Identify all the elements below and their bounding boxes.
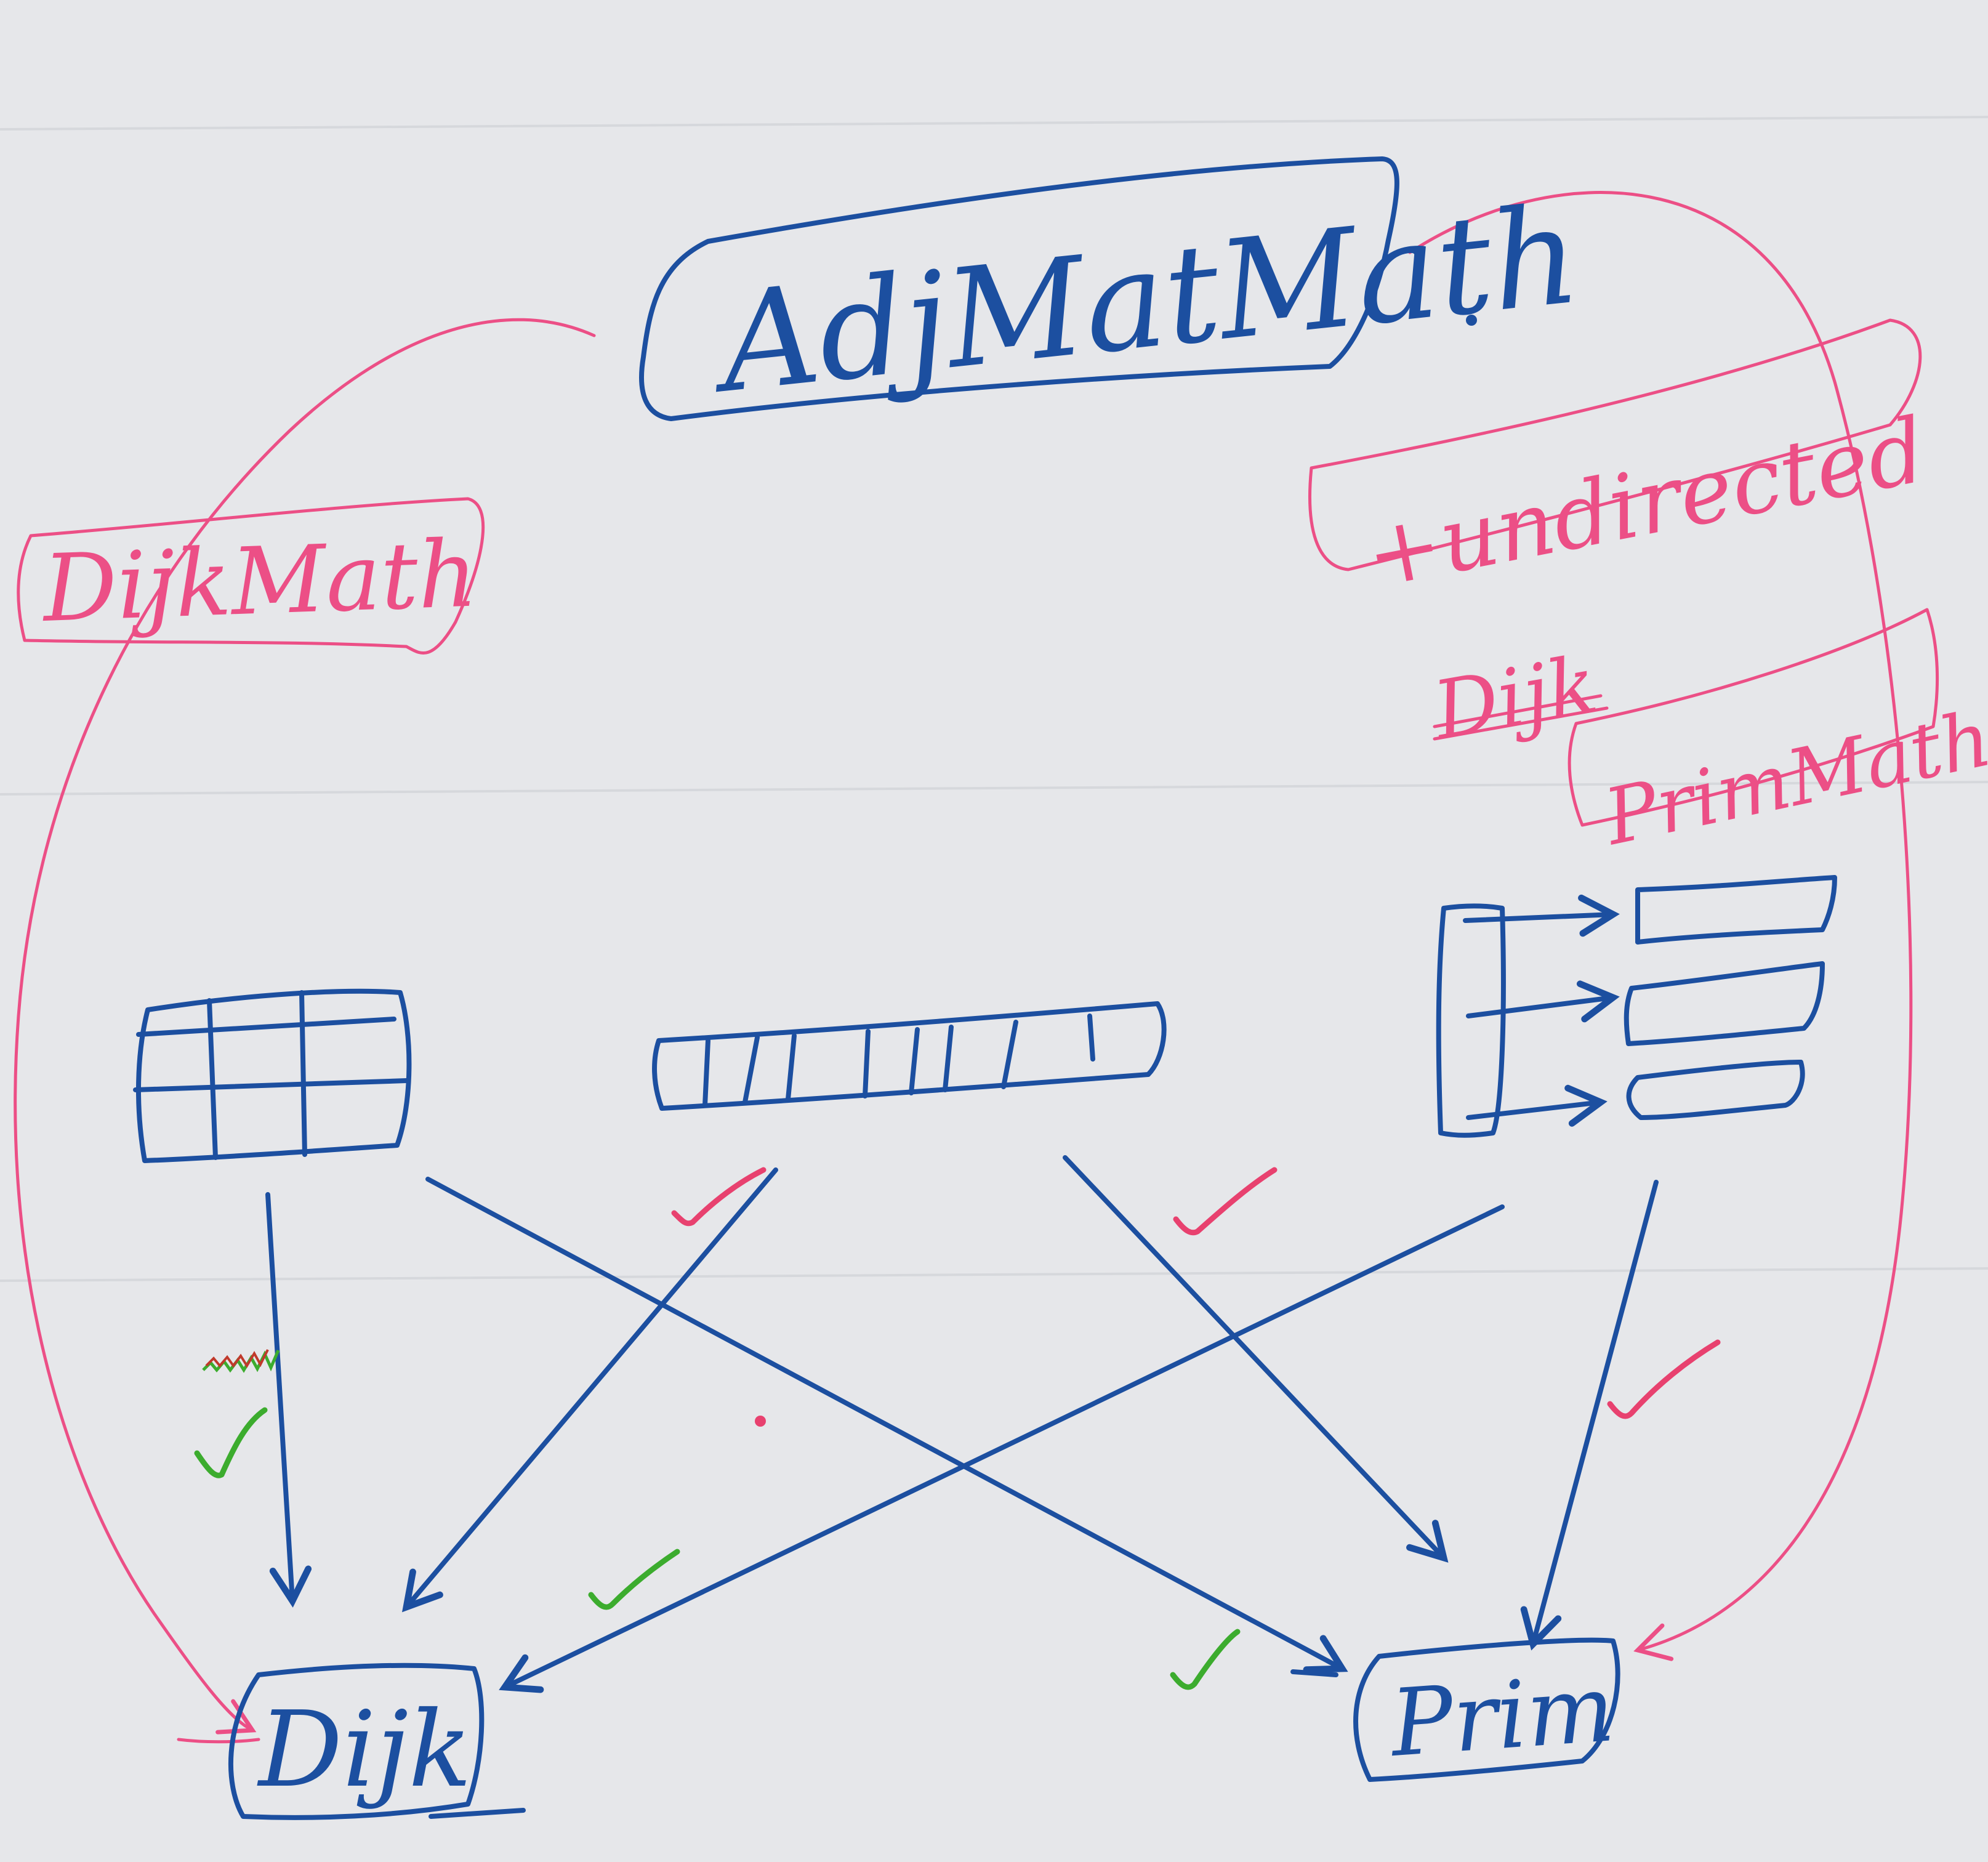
prim-label: Prim [1386,1655,1618,1778]
struck-dijk-label: Dijk [1426,637,1604,758]
adjmatmath-label: AdjMatMath [702,175,1586,424]
undirected-box [1308,318,1922,571]
pink-check-2 [1173,1167,1278,1236]
red-scribble [205,1349,269,1368]
check-marks [194,1167,1721,1690]
pink-curve-adjmat-to-prim [1408,191,1913,1661]
pink-check-1 [671,1167,767,1227]
green-check-2 [588,1549,680,1610]
pink-pointer-dijk [177,1738,260,1744]
arrow-list-to-prim [1520,1180,1659,1651]
prim-box [1353,1637,1620,1782]
adjacency-list-icon [1436,875,1837,1138]
dijk-box [228,1662,485,1820]
dijkmath-box [17,497,485,655]
arrow-matrix-to-dijk [265,1192,312,1608]
array-icon [652,1001,1167,1111]
arrow-list-to-dijk [499,1204,1505,1693]
pink-dot [755,1416,766,1427]
adjacency-matrix-icon [133,988,412,1163]
green-check-3 [1170,1629,1241,1690]
dijkmath-label: DijkMath [39,520,479,643]
arrow-array-to-dijk [401,1167,778,1613]
struck-dijk: Dijk [1426,637,1609,758]
green-check-1 [194,1407,268,1478]
primmath-box [1567,608,1939,827]
paper-lines [0,116,1988,1282]
pink-curve-adjmat-to-dijk [14,318,596,1735]
ink-dot [1466,315,1477,326]
adjmatmath-box [639,156,1399,421]
pink-check-3 [1607,1339,1721,1419]
dijk-label: Dijk [257,1689,472,1811]
arrow-array-to-prim [1063,1155,1449,1563]
arrow-matrix-to-prim [425,1177,1348,1674]
primmath-label: PrimMath [1596,694,1988,863]
undirected-label: +undirected [1358,398,1934,609]
